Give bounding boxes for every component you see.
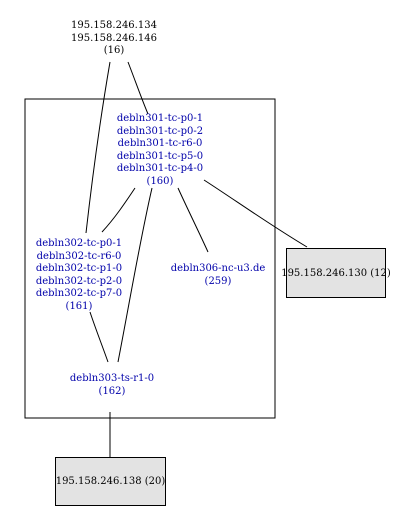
- node-count: (162): [98, 385, 126, 397]
- edge-deb301-to-deb306: [177, 187, 209, 253]
- node-label-line: 195.158.246.146: [71, 32, 157, 44]
- node-label-line: debln302-tc-p0-1: [35, 238, 123, 249]
- node-deb303: debln303-ts-r1-0 (162): [57, 373, 167, 398]
- edge-top-to-deb301: [127, 61, 149, 115]
- cluster-boundary: [24, 98, 276, 419]
- node-top-external: 195.158.246.134 195.158.246.146 (16): [64, 20, 164, 58]
- node-label-line: debln302-tc-p2-0: [35, 275, 123, 287]
- node-label-line: debln301-tc-p0-2: [116, 125, 204, 137]
- node-label-line: debln302-tc-p7-0: [35, 288, 123, 299]
- node-label-line: debln301-tc-r6-0: [117, 138, 203, 149]
- node-label-line: debln302-tc-r6-0: [36, 250, 122, 262]
- node-label-line: debln303-ts-r1-0: [69, 373, 155, 384]
- node-deb306: debln306-nc-u3.de (259): [159, 263, 277, 288]
- node-label-line: 195.158.246.134: [71, 20, 157, 31]
- node-deb302: debln302-tc-p0-1 debln302-tc-r6-0 debln3…: [23, 238, 135, 313]
- node-count: (16): [103, 45, 125, 56]
- edge-deb301-to-deb302: [101, 187, 136, 233]
- node-right-external: 195.158.246.130 (12): [281, 248, 391, 298]
- edge-top-to-deb302: [85, 61, 111, 234]
- node-label-line: debln301-tc-p0-1: [116, 113, 204, 124]
- node-label-line: debln306-nc-u3.de: [170, 263, 266, 274]
- node-count: (160): [146, 175, 174, 187]
- node-bottom-external: 195.158.246.138 (20): [55, 457, 166, 506]
- edge-deb301-to-deb303: [117, 187, 153, 363]
- node-label-line: debln301-tc-p5-0: [116, 150, 204, 162]
- node-label-line: debln302-tc-p1-0: [35, 263, 123, 274]
- edge-deb301-to-right: [203, 179, 308, 248]
- node-label-line: debln301-tc-p4-0: [116, 163, 204, 174]
- node-deb301: debln301-tc-p0-1 debln301-tc-p0-2 debln3…: [104, 113, 216, 188]
- edge-deb302-to-deb303: [89, 311, 109, 363]
- node-label: 195.158.246.138 (20): [55, 476, 166, 487]
- node-count: (161): [65, 300, 93, 312]
- node-count: (259): [204, 275, 232, 287]
- node-label: 195.158.246.130 (12): [281, 267, 391, 279]
